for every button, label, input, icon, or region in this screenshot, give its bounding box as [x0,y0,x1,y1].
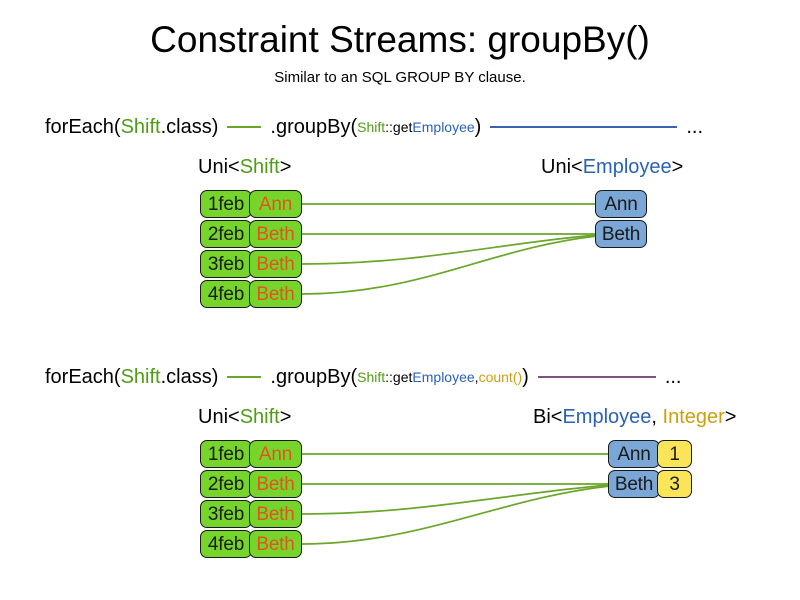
shift-date-cell: 3feb [200,250,252,278]
shift-date-cell: 2feb [200,470,252,498]
type-right-type: Employee [562,406,652,428]
code-groupby-open: .groupBy( [270,116,358,138]
shift-employee-cell: Ann [249,190,302,218]
connector-foreach-to-groupby [227,376,262,378]
code-mapper-sep: ::get [385,369,413,385]
connector-foreach-to-groupby [227,126,262,128]
code-mapper-prop: Employee [412,119,475,135]
type-left-suffix: > [279,406,292,428]
group-employee-cell: Ann [608,440,660,468]
code-collector-sep: , [474,369,479,385]
connector-groupby-to-next [490,126,678,128]
group-count-cell: 1 [657,440,692,468]
code-mapper-sep: ::get [385,119,413,135]
code-mapper-type: Shift [357,119,386,135]
wires-groupby-count [301,453,611,545]
wire-4feb-beth [301,235,598,295]
type-label-right-count: Bi<Employee, Integer> [533,405,736,429]
code-mapper-prop: Employee [412,369,475,385]
type-left-suffix: > [279,156,292,178]
code-foreach-close: .class) [160,116,219,138]
wire-3feb-beth [301,234,598,265]
group-employee-cell: Beth [595,220,647,248]
shift-date-cell: 3feb [200,500,252,528]
page-subtitle: Similar to an SQL GROUP BY clause. [274,69,526,86]
code-foreach-type: Shift [120,116,161,138]
wires-groupby-single [301,203,598,295]
group-count-cell: 3 [657,470,692,498]
shift-date-cell: 2feb [200,220,252,248]
shift-employee-cell: Beth [249,530,302,558]
code-foreach-close: .class) [160,366,219,388]
code-ellipsis: ... [686,116,704,138]
type-left-type: Shift [239,156,280,178]
type-label-left-single: Uni<Shift> [198,155,291,179]
code-groupby-open: .groupBy( [270,366,358,388]
type-left-type: Shift [239,406,280,428]
type-label-left-count: Uni<Shift> [198,405,291,429]
code-line-groupby-single: forEach(Shift.class) .groupBy(Shift::get… [45,114,703,140]
connector-groupby-to-next [537,376,656,378]
type-right-prefix: Bi< [533,406,563,428]
group-employee-cell: Beth [608,470,660,498]
type-right-type2: Integer [662,406,725,428]
code-foreach-type: Shift [120,366,161,388]
type-right-suffix: > [724,406,737,428]
wire2-3feb-beth [301,484,611,515]
page-title: Constraint Streams: groupBy() [150,19,650,60]
shift-date-cell: 1feb [200,190,252,218]
shift-date-cell: 4feb [200,280,252,308]
shift-date-cell: 4feb [200,530,252,558]
shift-date-cell: 1feb [200,440,252,468]
code-foreach-open: forEach( [45,366,121,388]
code-mapper-type: Shift [357,369,386,385]
type-right-separator: , [651,406,663,428]
code-collector: count() [478,369,523,385]
shift-employee-cell: Beth [249,280,302,308]
shift-employee-cell: Ann [249,440,302,468]
code-ellipsis: ... [664,366,682,388]
type-right-prefix: Uni< [541,156,583,178]
code-foreach-open: forEach( [45,116,121,138]
type-label-right-single: Uni<Employee> [541,155,683,179]
code-groupby-close: ) [522,366,529,388]
group-employee-cell: Ann [595,190,647,218]
code-line-groupby-count: forEach(Shift.class) .groupBy(Shift::get… [45,364,681,390]
shift-employee-cell: Beth [249,250,302,278]
shift-employee-cell: Beth [249,220,302,248]
type-right-suffix: > [671,156,684,178]
type-right-type: Employee [582,156,672,178]
type-left-prefix: Uni< [198,406,240,428]
shift-employee-cell: Beth [249,500,302,528]
code-groupby-close: ) [474,116,482,138]
shift-employee-cell: Beth [249,470,302,498]
type-left-prefix: Uni< [198,156,240,178]
wire2-4feb-beth [301,485,611,545]
